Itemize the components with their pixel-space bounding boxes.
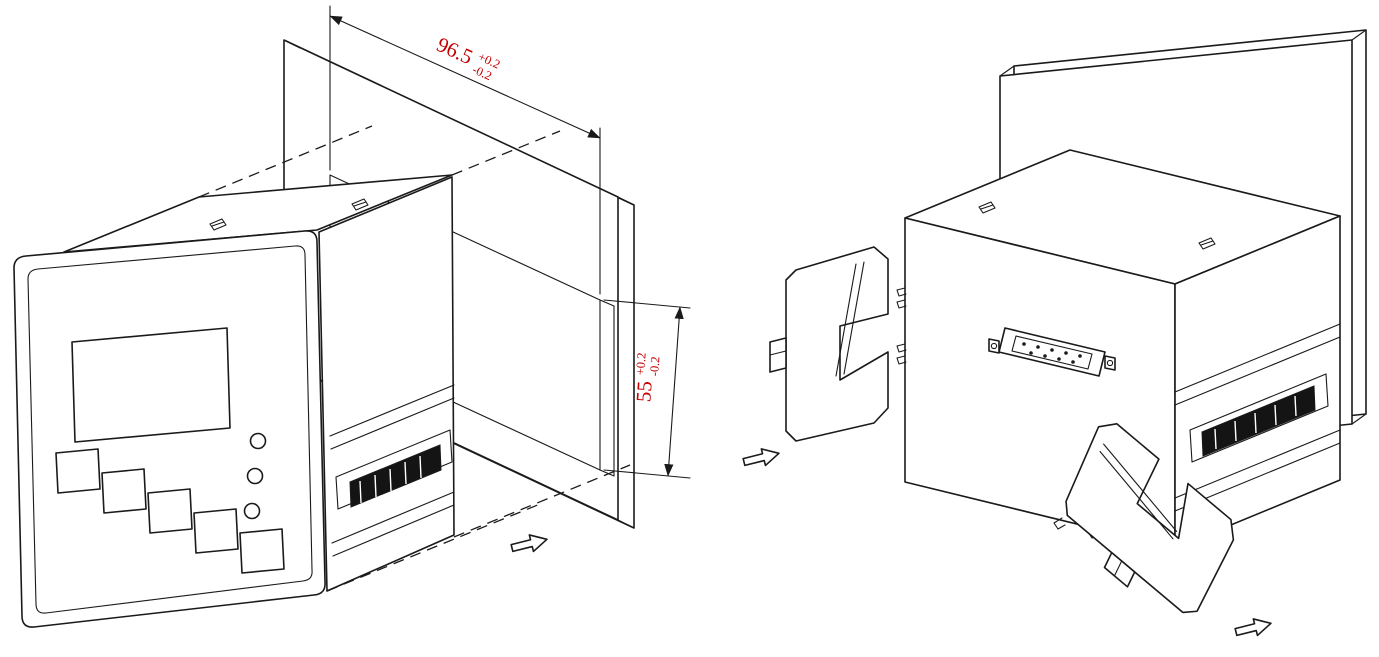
db9-pin <box>1078 354 1082 358</box>
db9-screw-post <box>988 338 1000 354</box>
rear-installation-view <box>741 29 1367 642</box>
display-window <box>71 327 231 443</box>
insertion-direction-arrow-icon <box>509 530 550 558</box>
db9-pin <box>1029 351 1033 355</box>
clip-rail-side <box>896 343 907 365</box>
front-installation-view: 96.5 +0.2 -0.2 55 +0.2 -0.2 <box>13 5 691 628</box>
extension-line <box>603 469 691 479</box>
dimension-line <box>329 15 601 139</box>
db9-pin <box>1050 348 1054 352</box>
keypad-button-2 <box>101 468 147 514</box>
db9-connector <box>988 327 1116 377</box>
dimension-cutout-height: 55 +0.2 -0.2 <box>603 299 691 479</box>
keypad-button-4 <box>193 508 239 554</box>
slot-frame <box>335 429 453 510</box>
panel-cutout-thickness <box>599 299 615 477</box>
panel-edge-connector <box>283 39 635 529</box>
insertion-guide-line <box>451 130 561 176</box>
case-groove-line <box>1174 429 1341 499</box>
clip-direction-arrow-icon <box>741 444 782 472</box>
case-groove-line <box>1174 336 1341 406</box>
insertion-guide-line <box>453 464 631 538</box>
keypad-button-5 <box>239 528 285 574</box>
case-side-face <box>1174 215 1341 549</box>
dimension-height-tolerance-minus: -0.2 <box>647 356 662 377</box>
clip-hole-front <box>978 201 996 214</box>
clip-hole-rear <box>1198 237 1216 250</box>
db9-screw-post <box>1104 355 1116 371</box>
clip-hole-front <box>209 218 227 231</box>
insertion-guide-line <box>326 503 541 592</box>
keypad-button-3 <box>147 488 193 534</box>
db9-pin <box>1036 345 1040 349</box>
insertion-guide-line <box>198 125 373 198</box>
dimension-line <box>664 306 684 477</box>
db9-pin <box>1064 351 1068 355</box>
case-groove-line <box>329 384 455 437</box>
dimension-height-value: 55 <box>631 380 656 403</box>
case-groove-line <box>1174 323 1341 393</box>
led-indicator-2 <box>246 467 264 485</box>
keypad-button-1 <box>55 448 101 494</box>
panel-edge-connector <box>999 29 1367 461</box>
connector-slot-window <box>349 444 442 508</box>
db9-pin <box>1071 360 1075 364</box>
meter-bezel-inner-frame <box>27 245 313 614</box>
db9-screw <box>990 342 998 350</box>
db9-pin <box>1057 357 1061 361</box>
connector-slot-hatch <box>1214 395 1297 450</box>
mounting-clip-side <box>769 246 889 442</box>
connector-slot-hatch <box>359 455 422 504</box>
clip-direction-arrow-icon <box>1233 614 1274 642</box>
slot-frame <box>1189 373 1329 463</box>
clip-hole-rear <box>351 198 369 211</box>
db9-pin <box>1043 354 1047 358</box>
db9-flange <box>998 327 1106 377</box>
clip-rail-side <box>896 287 907 309</box>
led-indicator-1 <box>249 432 267 450</box>
meter-body-side-face <box>318 176 455 592</box>
case-groove-line <box>331 491 455 544</box>
case-groove-line <box>332 504 455 557</box>
db9-screw <box>1106 359 1114 367</box>
db9-pin <box>1022 342 1026 346</box>
db9-shell <box>1011 335 1093 370</box>
led-indicator-3 <box>243 502 261 520</box>
dimension-width-value: 96.5 <box>433 32 476 69</box>
dimension-height-tolerance-plus: +0.2 <box>633 352 649 376</box>
case-groove-line <box>330 397 455 450</box>
connector-slot-window <box>1201 385 1316 457</box>
